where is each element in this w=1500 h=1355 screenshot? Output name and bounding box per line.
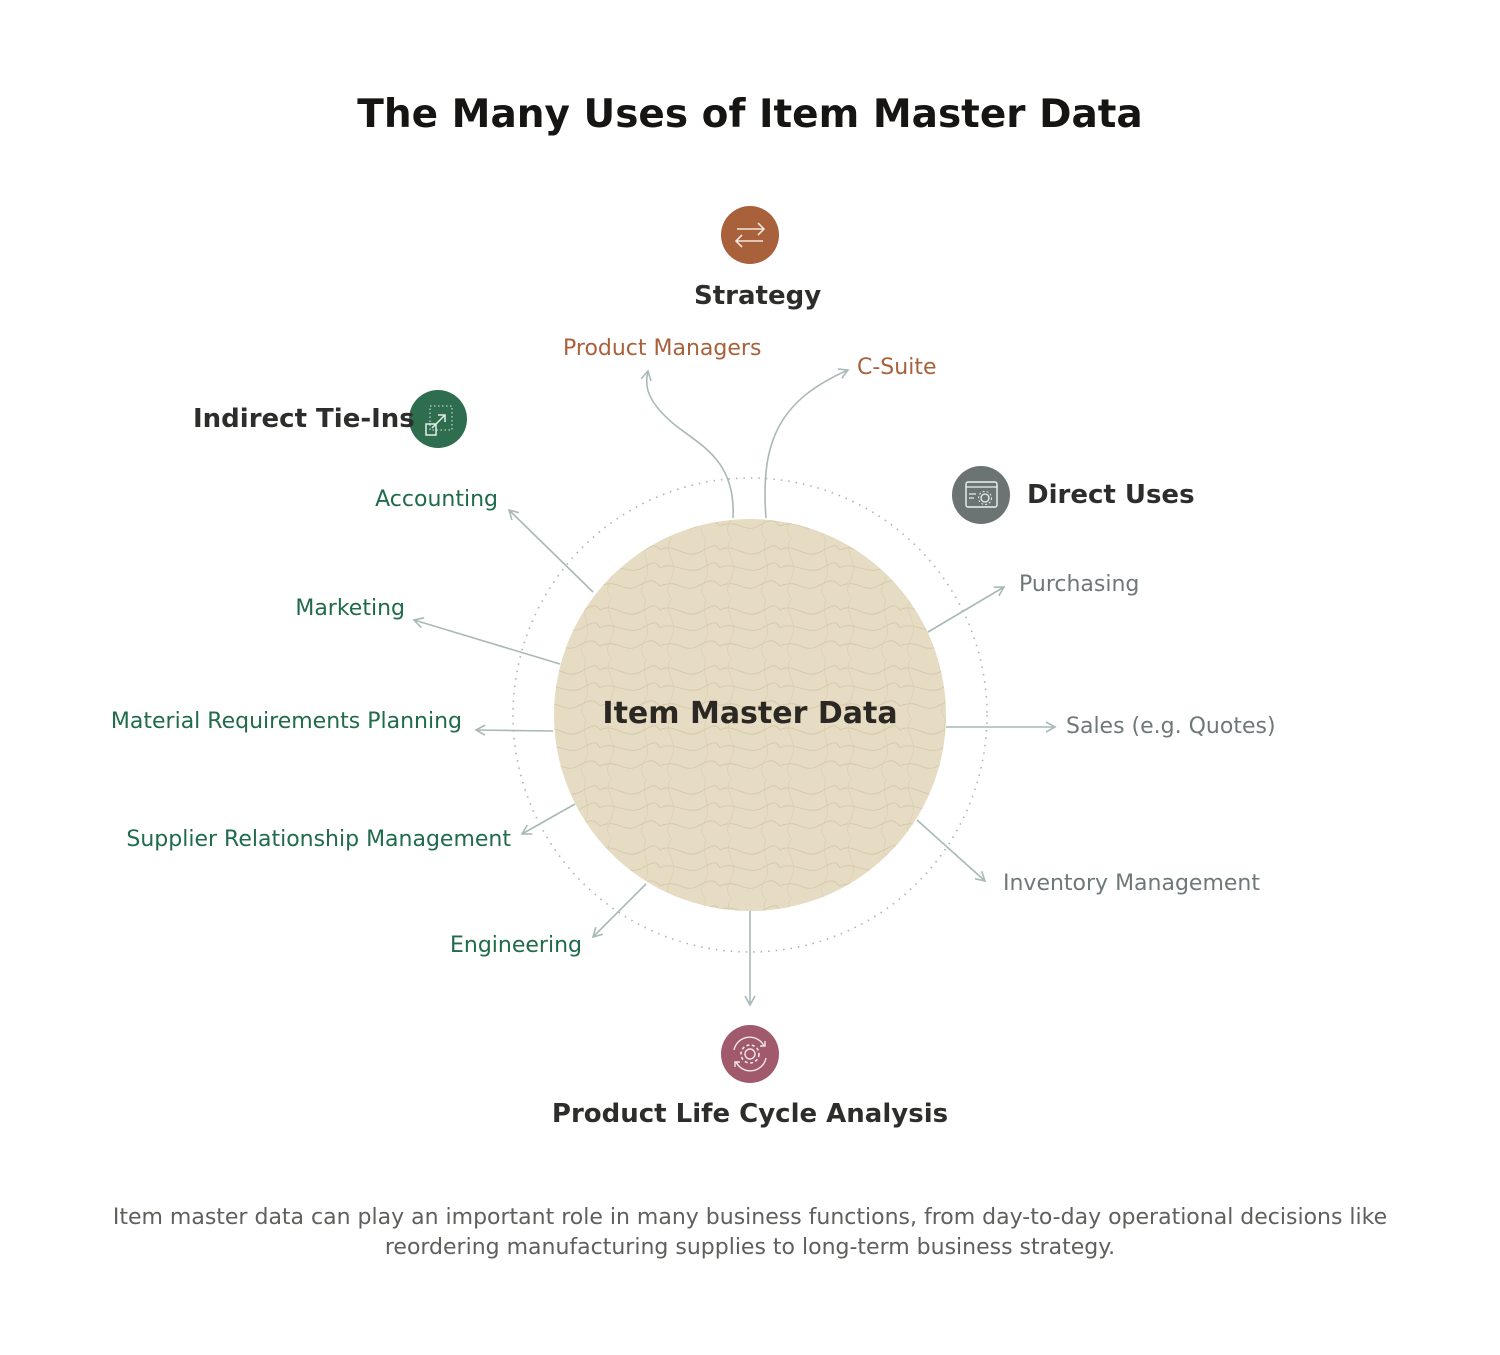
external-link-icon [409,390,467,448]
arrow-product-managers [640,369,734,519]
item-marketing: Marketing [295,596,405,621]
item-srm: Supplier Relationship Management [126,827,511,852]
arrow-srm [520,803,576,835]
center-texture [554,519,946,911]
arrow-mrp [474,724,554,736]
item-inventory-management: Inventory Management [1003,871,1260,896]
arrow-c-suite [764,368,850,519]
category-strategy: Strategy [694,281,822,311]
item-accounting: Accounting [375,487,498,512]
arrow-inventory [916,819,987,883]
item-engineering: Engineering [450,933,582,958]
category-direct-uses: Direct Uses [1027,480,1195,510]
item-purchasing: Purchasing [1019,572,1140,597]
item-product-managers: Product Managers [563,336,762,361]
item-sales: Sales (e.g. Quotes) [1066,714,1276,739]
caption: Item master data can play an important r… [100,1203,1400,1263]
dotted-ring [512,477,988,953]
category-product-life-cycle: Product Life Cycle Analysis [551,1099,949,1129]
item-c-suite: C-Suite [857,355,937,380]
arrow-engineering [591,883,647,939]
center-label: Item Master Data [602,696,898,731]
browser-gear-icon [952,466,1010,524]
swap-arrows-icon [721,206,779,264]
caption-line-2: reordering manufacturing supplies to lon… [384,1235,1116,1260]
category-indirect-tie-ins: Indirect Tie-Ins [193,404,415,434]
item-mrp: Material Requirements Planning [110,709,462,734]
cycle-gear-icon [721,1025,779,1083]
arrow-marketing [412,617,561,665]
page-title: The Many Uses of Item Master Data [357,92,1143,137]
caption-line-1: Item master data can play an important r… [112,1205,1388,1230]
arrow-purchasing [927,586,1006,633]
arrow-accounting [507,508,594,593]
